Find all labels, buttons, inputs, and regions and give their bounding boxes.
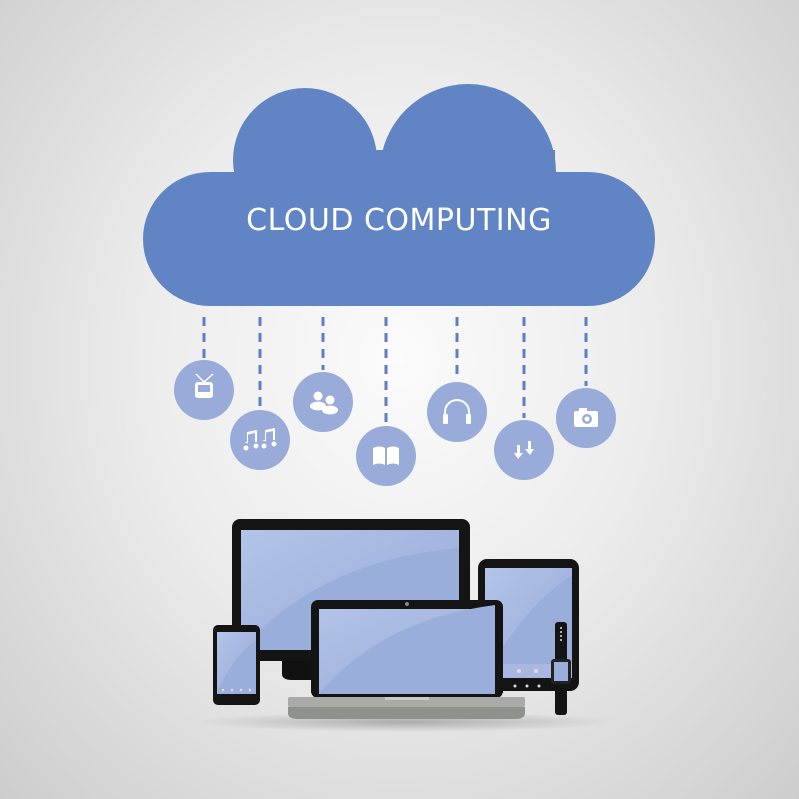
smartwatch: [551, 622, 571, 715]
connection-lines: [202, 317, 588, 424]
book-icon: [356, 426, 416, 486]
music-notes-icon: [230, 410, 290, 470]
smartphone: [213, 625, 260, 705]
users-icon: [293, 372, 353, 432]
laptop: [288, 600, 525, 719]
sync-arrows-icon: [494, 420, 554, 480]
cloud: [143, 84, 655, 306]
desktop-monitor: [232, 519, 470, 680]
headphones-icon: [427, 382, 487, 442]
cloud-title: CLOUD COMPUTING: [246, 203, 552, 238]
